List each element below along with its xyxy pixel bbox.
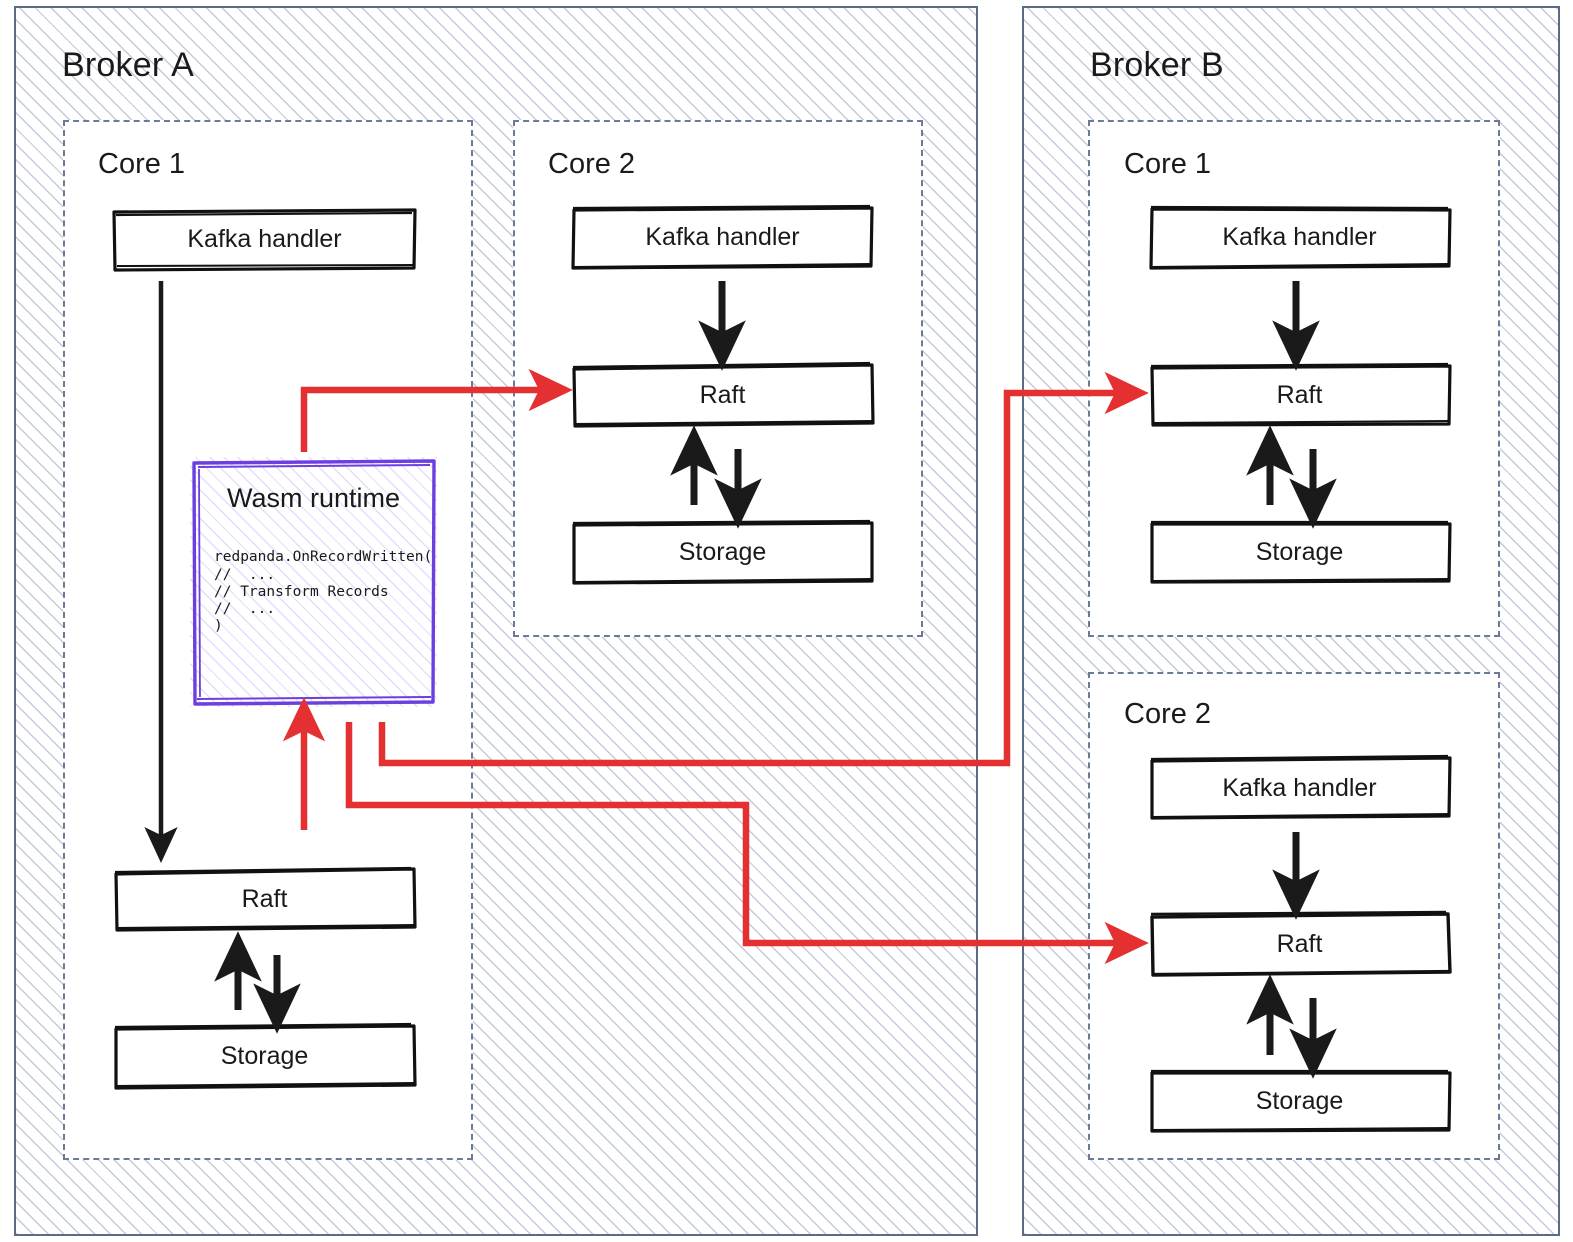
broker-b-core-2-raft[interactable]: Raft: [1147, 910, 1452, 978]
broker-b-core-2-kafka-handler[interactable]: Kafka handler: [1147, 754, 1452, 821]
broker-b-core-2-raft-label: Raft: [1276, 929, 1323, 958]
wasm-code-line-4: // ...: [214, 601, 276, 617]
wasm-code-line-3: // Transform Records: [214, 584, 389, 600]
wasm-code-line-2: // ...: [214, 567, 276, 583]
broker-a-core-2-storage-label: Storage: [678, 537, 767, 566]
broker-b-core-1-title: Core 1: [1124, 148, 1212, 180]
wasm-runtime-title: Wasm runtime: [226, 483, 401, 513]
broker-a-core-2-title: Core 2: [548, 148, 636, 180]
wasm-code-line-1: redpanda.OnRecordWritten(: [214, 549, 433, 565]
broker-a-core-1-raft-label: Raft: [241, 884, 288, 913]
broker-a-title: Broker A: [62, 46, 194, 84]
broker-b-core-1-raft-label: Raft: [1276, 380, 1323, 409]
broker-a-core-2-kafka-handler[interactable]: Kafka handler: [570, 204, 875, 270]
broker-a-core-2-storage[interactable]: Storage: [570, 519, 875, 585]
broker-b-core-1-kafka-handler-label: Kafka handler: [1222, 222, 1377, 251]
broker-b-core-2-title: Core 2: [1124, 698, 1212, 730]
broker-a-core-2-raft-label: Raft: [699, 380, 746, 409]
broker-a-core-1-kafka-handler-label: Kafka handler: [187, 224, 342, 253]
broker-a-core-2-raft[interactable]: Raft: [570, 361, 875, 428]
wasm-runtime-box[interactable]: Wasm runtime redpanda.OnRecordWritten( /…: [190, 457, 437, 707]
broker-b-core-1-storage[interactable]: Storage: [1147, 519, 1452, 585]
broker-a-core-1-storage[interactable]: Storage: [112, 1022, 417, 1090]
broker-a-core-2-kafka-handler-label: Kafka handler: [645, 222, 800, 251]
broker-b-core-2-storage-label: Storage: [1255, 1086, 1344, 1115]
broker-b-core-1-storage-label: Storage: [1255, 537, 1344, 566]
wasm-code-line-5: ): [214, 618, 223, 634]
broker-b-core-2-kafka-handler-label: Kafka handler: [1222, 773, 1377, 802]
broker-a-core-1-raft[interactable]: Raft: [112, 866, 417, 932]
broker-b-core-2-storage[interactable]: Storage: [1147, 1068, 1452, 1134]
broker-b-title: Broker B: [1090, 46, 1224, 84]
broker-a-core-1-storage-label: Storage: [220, 1041, 309, 1070]
broker-b-core-1-raft[interactable]: Raft: [1147, 362, 1452, 428]
broker-b-core-1-kafka-handler[interactable]: Kafka handler: [1147, 204, 1452, 270]
broker-a-core-1-title: Core 1: [98, 148, 186, 180]
broker-a-core-1-kafka-handler[interactable]: Kafka handler: [112, 207, 417, 272]
